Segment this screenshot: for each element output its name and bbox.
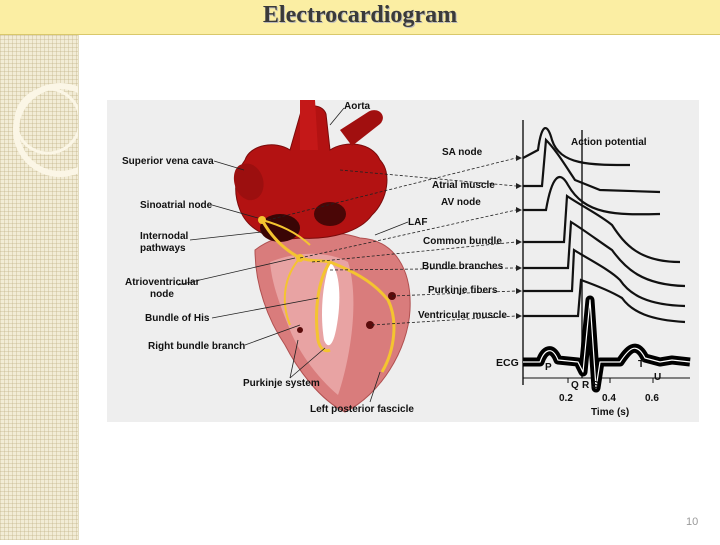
label-internodal-line2: pathways (140, 243, 186, 254)
trace-ventricular-muscle (523, 278, 686, 324)
tick-label-3: 0.6 (645, 393, 659, 404)
page-number: 10 (686, 516, 699, 528)
tick-label-1: 0.2 (559, 393, 573, 404)
decorative-left-strip (0, 35, 107, 540)
ecg-trace (523, 295, 691, 393)
label-laf: LAF (408, 217, 427, 228)
trace-sa-node (522, 127, 631, 167)
label-wave-r: R (582, 380, 590, 391)
label-ecg: ECG (496, 357, 519, 369)
action-potential-traces (522, 127, 686, 324)
label-av-node-line2: node (150, 289, 174, 300)
label-purkinje-fibers: Purkinje fibers (428, 285, 498, 296)
label-ventricular-muscle: Ventricular muscle (418, 310, 507, 321)
label-right-bundle-branch: Right bundle branch (148, 341, 245, 352)
heart-illustration (233, 100, 411, 413)
label-internodal-line1: Internodal (140, 231, 189, 242)
label-wave-p: P (545, 362, 552, 373)
label-sinoatrial-node: Sinoatrial node (140, 200, 213, 211)
x-axis-ticks (567, 378, 654, 383)
label-sa-node: SA node (442, 147, 483, 158)
x-axis-label: Time (s) (591, 407, 629, 418)
label-bundle-of-his: Bundle of His (145, 313, 210, 324)
label-common-bundle: Common bundle (423, 236, 502, 247)
label-leader-lines (177, 107, 409, 403)
trace-purkinje-fibers (523, 248, 686, 308)
label-aorta: Aorta (344, 101, 371, 112)
tick-label-2: 0.4 (602, 393, 616, 404)
label-av-node-line1: Atrioventricular (125, 277, 200, 288)
slide-title: Electrocardiogram (262, 2, 458, 28)
label-av-node: AV node (441, 197, 481, 208)
trace-atrial-muscle (523, 137, 661, 194)
label-wave-t: T (638, 359, 644, 370)
trace-common-bundle (523, 193, 681, 264)
diagram-panel (107, 100, 699, 422)
dashed-pointer-lines (267, 157, 517, 326)
label-purkinje-system: Purkinje system (243, 378, 320, 389)
label-bundle-branches: Bundle branches (422, 261, 504, 272)
label-atrial-muscle: Atrial muscle (432, 180, 495, 191)
trace-bundle-branches (523, 220, 686, 288)
label-action-potential: Action potential (571, 137, 647, 148)
label-wave-q: Q (571, 380, 579, 391)
label-left-posterior-fascicle: Left posterior fascicle (310, 404, 414, 415)
title-bar: Electrocardiogram (0, 0, 720, 35)
label-wave-u: U (654, 372, 661, 383)
arrowheads (516, 155, 522, 319)
trace-av-node (523, 175, 661, 216)
label-wave-s: S (592, 380, 599, 391)
label-superior-vena-cava: Superior vena cava (122, 156, 214, 167)
